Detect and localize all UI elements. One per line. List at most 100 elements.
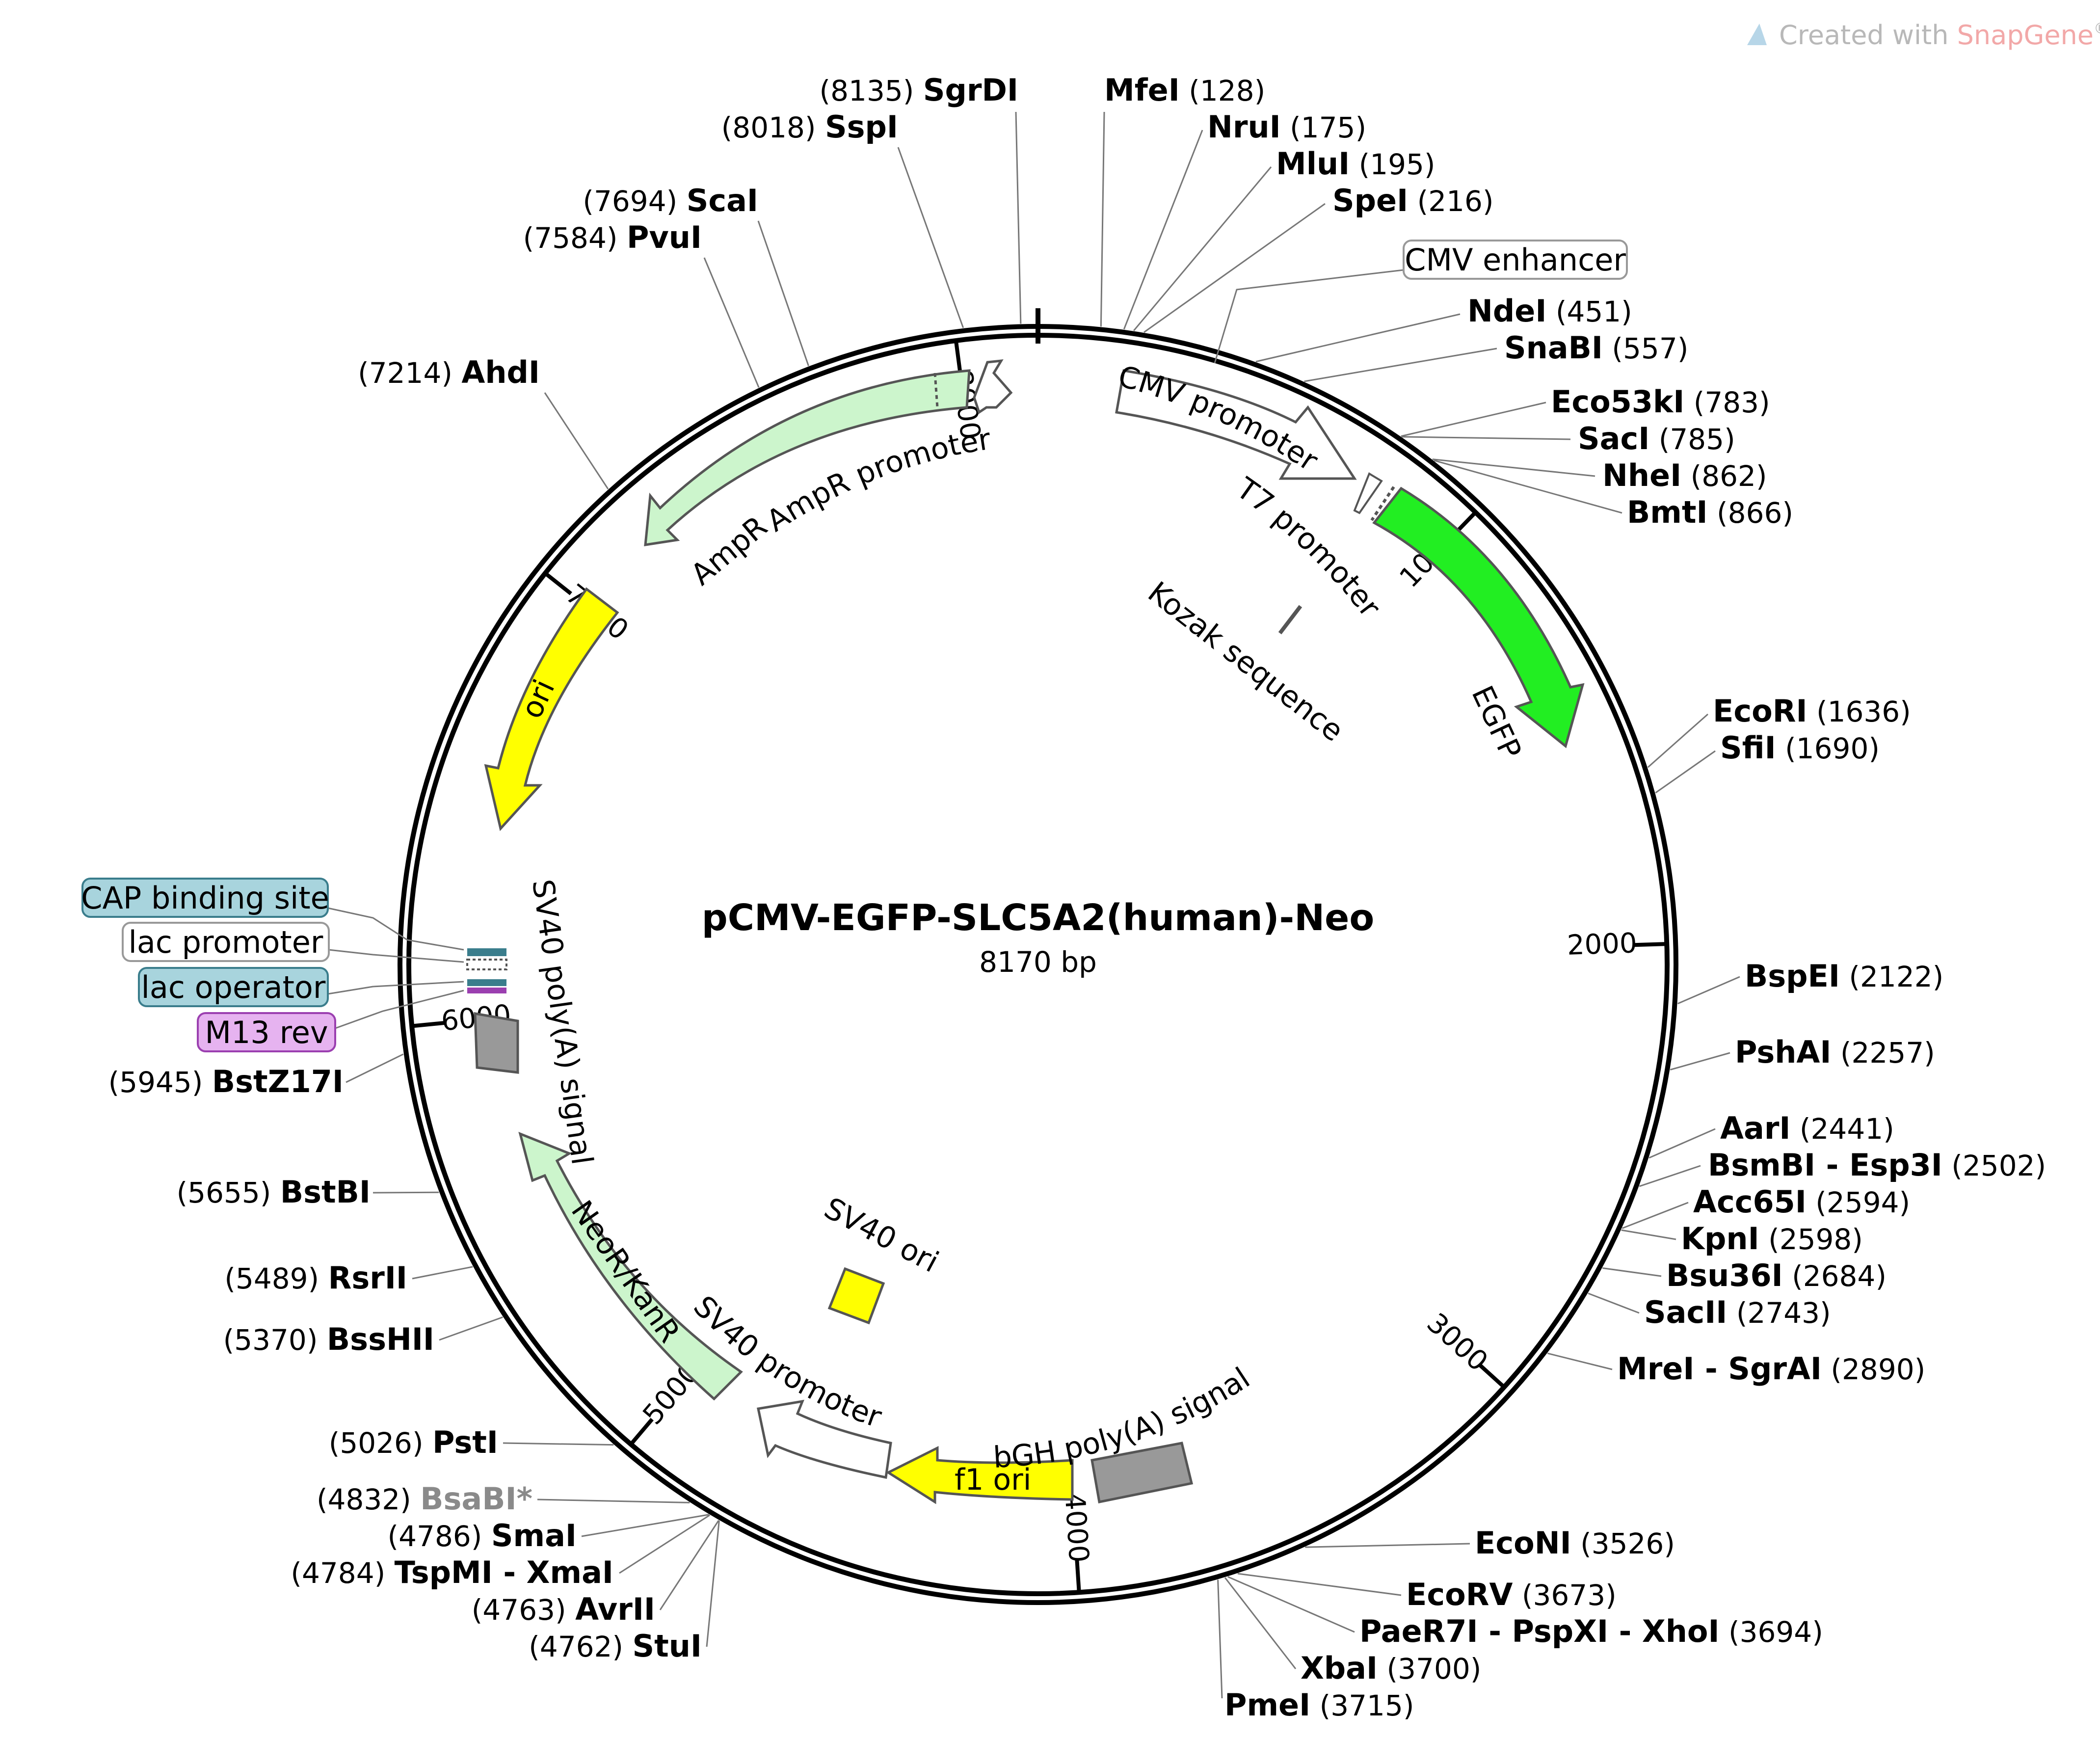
leader-sacii — [1588, 1292, 1640, 1314]
leader-bstz17i — [346, 1053, 404, 1083]
enzyme-position: (451) — [1556, 295, 1632, 328]
enzyme-name: MfeI — [1104, 72, 1180, 108]
box-lac-promoter — [122, 922, 330, 962]
box-m13-rev — [197, 1012, 336, 1052]
enzyme-position: (7214) — [358, 356, 452, 390]
plasmid-title: pCMV-EGFP-SLC5A2(human)-Neo — [702, 897, 1374, 939]
enzyme-position: (785) — [1659, 423, 1735, 456]
enzyme-position: (5945) — [108, 1066, 203, 1099]
enzyme-position: (2122) — [1849, 960, 1943, 993]
enzyme-position: (2441) — [1800, 1112, 1894, 1146]
leader-acc65i — [1622, 1202, 1689, 1229]
leader-ahdi — [544, 392, 609, 490]
enzyme-ahdi: (7214) AhdI — [358, 354, 540, 390]
enzyme-position: (1690) — [1785, 732, 1880, 765]
enzyme-bsmbi-esp3i: BsmBI - Esp3I (2502) — [1708, 1147, 2046, 1183]
leader-cmv-enhancer — [1214, 269, 1404, 364]
enzyme-name: Acc65I — [1693, 1184, 1807, 1220]
enzyme-position: (4762) — [529, 1630, 623, 1663]
enzyme-position: (4784) — [291, 1556, 385, 1590]
enzyme-position: (3673) — [1522, 1579, 1617, 1612]
enzyme-name: SacI — [1578, 421, 1649, 456]
leader-ecorv — [1237, 1573, 1402, 1596]
feature-lac-promoter-box — [466, 959, 507, 970]
enzyme-bsabi: (4832) BsaBI* — [317, 1481, 532, 1517]
label-cmv-enhancer: CMV enhancer — [1405, 242, 1626, 278]
box-lac-operator — [138, 967, 329, 1007]
enzyme-name: BsaBI* — [420, 1481, 532, 1517]
enzyme-name: SspI — [825, 109, 898, 145]
feature-lac-operator-box — [467, 979, 506, 986]
enzyme-name: AarI — [1720, 1110, 1790, 1146]
enzyme-name: PvuI — [627, 219, 702, 255]
tick-label-2000: 2000 — [1567, 927, 1638, 962]
enzyme-name: BspEI — [1745, 958, 1840, 994]
enzyme-name: BsmBI - Esp3I — [1708, 1147, 1942, 1183]
leader-avrii — [659, 1520, 719, 1610]
leader-mrei-sgrai — [1547, 1352, 1613, 1370]
label-sv40-polya-signal: SV40 poly(A) signal — [525, 877, 599, 1167]
enzyme-position: (1636) — [1816, 695, 1911, 728]
enzyme-paer7i-pspxi-xhoi: PaeR7I - PspXI - XhoI (3694) — [1359, 1613, 1823, 1649]
enzyme-snabi: SnaBI (557) — [1504, 330, 1688, 366]
enzyme-position: (5655) — [177, 1176, 271, 1209]
label-lac-operator: lac operator — [141, 969, 326, 1005]
enzyme-bstz17i: (5945) BstZ17I — [108, 1064, 344, 1099]
snapgene-watermark: Created with SnapGene® — [1747, 20, 2100, 51]
leader-paer7i-pspxi-xhoi — [1227, 1576, 1355, 1633]
leader-snabi — [1304, 348, 1497, 382]
leader-sgrdi — [1015, 111, 1022, 324]
leader-kpni — [1621, 1229, 1676, 1240]
tick-2000 — [1634, 942, 1667, 947]
leader-m13-rev — [335, 990, 464, 1029]
enzyme-position: (8135) — [820, 74, 914, 107]
watermark-prefix: Created with — [1779, 20, 1957, 51]
leader-bsabi — [537, 1499, 690, 1503]
enzyme-psti: (5026) PstI — [329, 1424, 498, 1460]
enzyme-avrii: (4763) AvrII — [472, 1591, 655, 1627]
box-cap-binding-site — [81, 878, 329, 918]
enzyme-saci: SacI (785) — [1578, 421, 1735, 456]
label-ampr: AmpR — [685, 509, 774, 592]
leader-psti — [503, 1442, 614, 1446]
enzyme-name: SgrDI — [923, 72, 1018, 108]
leader-saci — [1402, 436, 1571, 440]
leader-mlui — [1133, 166, 1272, 331]
enzyme-position: (4786) — [388, 1520, 482, 1553]
enzyme-name: SacII — [1644, 1294, 1727, 1330]
enzyme-position: (862) — [1691, 459, 1767, 493]
enzyme-name: TspMI - XmaI — [395, 1554, 613, 1590]
enzyme-mfei: MfeI (128) — [1104, 72, 1265, 108]
leader-nhei — [1432, 458, 1595, 477]
enzyme-name: MreI - SgrAI — [1617, 1351, 1822, 1387]
enzyme-position: (3694) — [1728, 1615, 1823, 1649]
enzyme-bspei: BspEI (2122) — [1745, 958, 1943, 994]
enzyme-pshai: PshAI (2257) — [1735, 1034, 1935, 1070]
enzyme-name: NdeI — [1467, 293, 1546, 329]
leader-bsu36i — [1602, 1267, 1662, 1277]
enzyme-position: (4832) — [317, 1483, 411, 1516]
enzyme-position: (557) — [1612, 332, 1688, 365]
leader-smai — [581, 1514, 709, 1537]
leader-bstbi — [372, 1191, 439, 1194]
leader-xbai — [1224, 1577, 1297, 1669]
enzyme-tspmi-xmai: (4784) TspMI - XmaI — [291, 1554, 613, 1590]
enzyme-mlui: MluI (195) — [1276, 146, 1435, 182]
enzyme-position: (216) — [1417, 185, 1494, 218]
enzyme-position: (5026) — [329, 1426, 424, 1460]
enzyme-nrui: NruI (175) — [1207, 109, 1366, 145]
enzyme-name: AvrII — [575, 1591, 655, 1627]
enzyme-xbai: XbaI (3700) — [1301, 1650, 1481, 1686]
enzyme-name: EcoNI — [1475, 1525, 1571, 1561]
enzyme-sfii: SfiI (1690) — [1720, 730, 1880, 766]
enzyme-name: EcoRI — [1713, 693, 1808, 729]
enzyme-name: AhdI — [461, 354, 540, 390]
enzyme-spei: SpeI (216) — [1332, 183, 1494, 218]
feature-bgh-polya-signal — [1090, 1442, 1194, 1503]
leader-nrui — [1123, 130, 1203, 330]
leader-sspi — [897, 147, 964, 328]
enzyme-position: (4763) — [472, 1593, 566, 1627]
enzyme-position: (2743) — [1736, 1296, 1831, 1330]
